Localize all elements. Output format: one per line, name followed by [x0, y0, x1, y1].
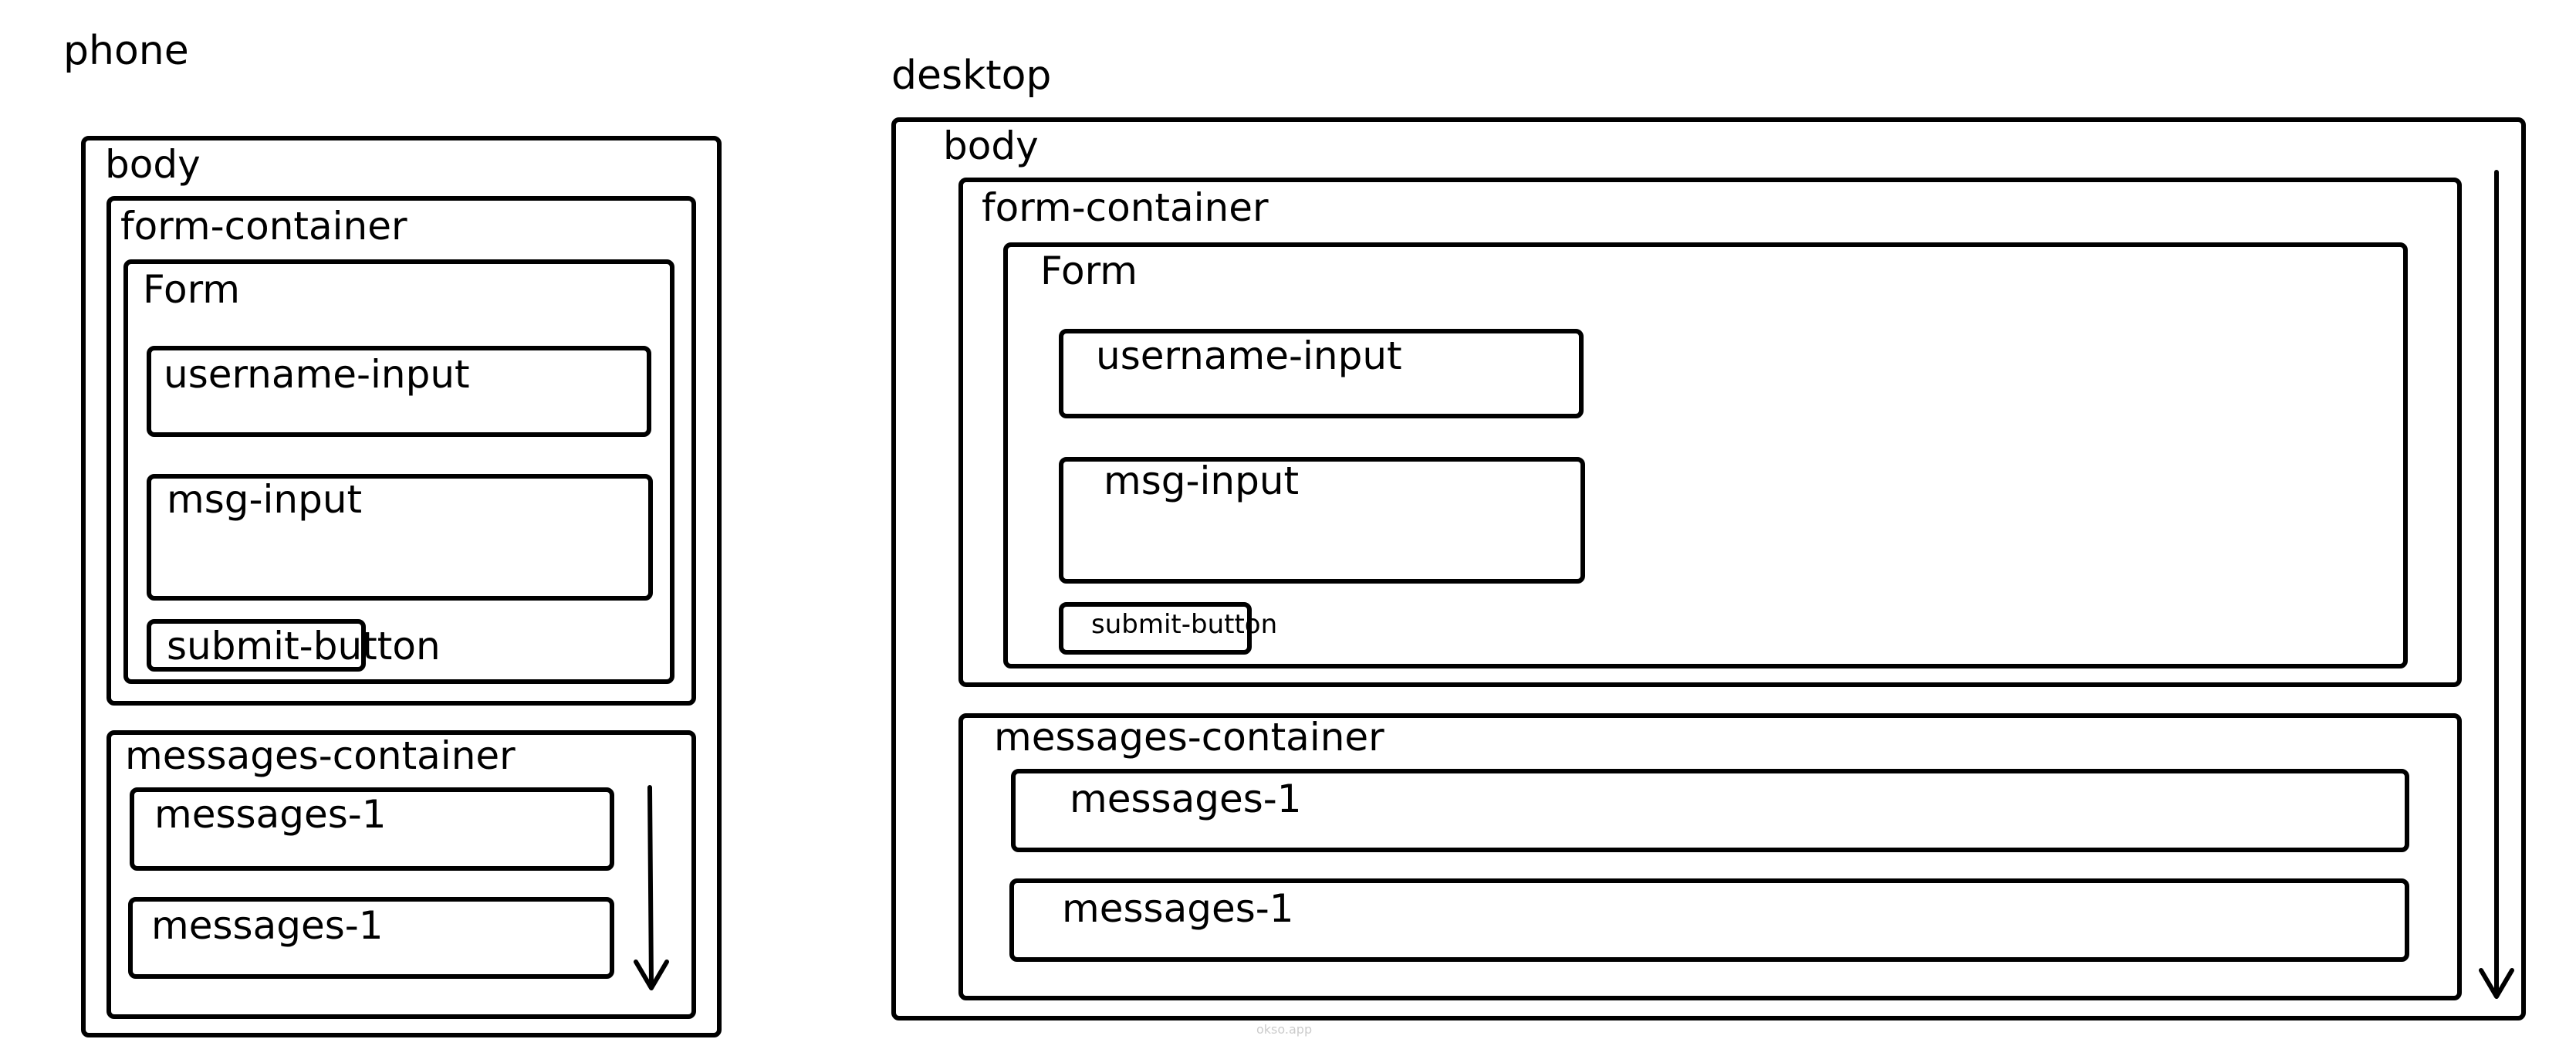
desktop-username-input[interactable] [1059, 329, 1584, 418]
phone-messages-container-label: messages-container [125, 733, 516, 778]
desktop-msg-input-label: msg-input [1104, 459, 1300, 503]
desktop-form-label: Form [1040, 249, 1138, 293]
desktop-form-container-label: form-container [982, 185, 1269, 230]
phone-title: phone [63, 28, 189, 74]
phone-msg-input[interactable] [147, 474, 653, 601]
phone-submit-button[interactable] [147, 619, 366, 672]
phone-message-item-label: messages-1 [154, 792, 387, 837]
desktop-msg-input[interactable] [1059, 457, 1585, 584]
phone-form-box [123, 259, 674, 684]
phone-username-input[interactable] [147, 346, 651, 437]
phone-messages-container-box[interactable] [106, 730, 696, 1019]
desktop-form-container-box [958, 178, 2462, 687]
phone-username-input-label: username-input [164, 352, 470, 397]
desktop-message-item [1011, 769, 2409, 852]
desktop-submit-button[interactable] [1059, 602, 1252, 655]
phone-body-box [81, 136, 722, 1037]
phone-msg-input-label: msg-input [167, 477, 363, 522]
phone-submit-button-label: submit-button [167, 624, 441, 668]
phone-message-item [130, 787, 614, 871]
desktop-messages-container-box[interactable] [958, 713, 2462, 1000]
desktop-messages-container-label: messages-container [994, 715, 1384, 760]
desktop-submit-button-label: submit-button [1091, 609, 1278, 640]
arrow-down-icon [2479, 170, 2514, 999]
desktop-message-item [1009, 878, 2409, 962]
watermark: okso.app [1256, 1022, 1313, 1037]
desktop-message-item-label: messages-1 [1062, 886, 1294, 931]
phone-body-label: body [105, 142, 201, 187]
desktop-body-box [891, 117, 2526, 1020]
desktop-body-label: body [943, 124, 1039, 168]
phone-message-item [128, 897, 614, 979]
desktop-form-box [1003, 242, 2408, 668]
desktop-username-input-label: username-input [1096, 333, 1402, 378]
phone-message-item-label: messages-1 [151, 903, 384, 948]
phone-form-container-label: form-container [120, 204, 407, 249]
arrow-down-icon [634, 785, 669, 990]
desktop-title: desktop [891, 52, 1052, 99]
desktop-message-item-label: messages-1 [1070, 777, 1302, 821]
phone-form-container-box [106, 196, 696, 706]
phone-form-label: Form [143, 267, 240, 312]
